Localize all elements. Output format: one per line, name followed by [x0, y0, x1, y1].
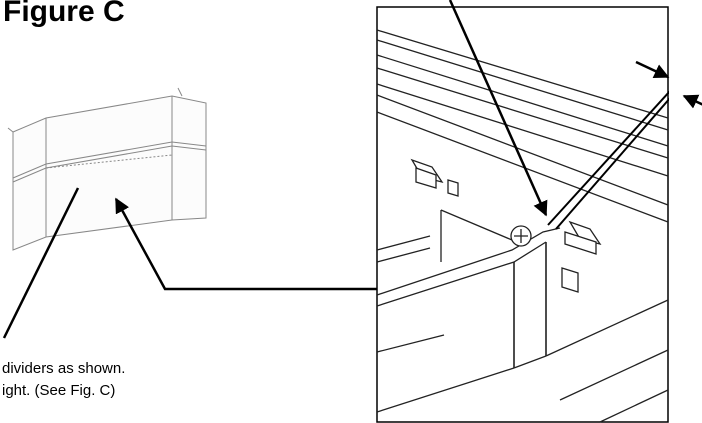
- figure-title: Figure C: [3, 0, 125, 28]
- rail-clip-right: [564, 220, 602, 255]
- installed-divider-detail: [376, 6, 669, 423]
- gap-arrow-left: [635, 60, 670, 79]
- caption-line-2: ight. (See Fig. C): [2, 382, 116, 399]
- detail-frame: [376, 6, 669, 423]
- divider-piece-pointers: [2, 187, 392, 339]
- divider-piece-illustration: [7, 87, 207, 251]
- rail-clip-left: [410, 158, 459, 197]
- detail-pointers: [448, 0, 702, 217]
- caption-line-1: dividers as shown.: [2, 360, 126, 377]
- screw-pointer: [448, 0, 548, 217]
- gap-arrow-right: [682, 94, 702, 109]
